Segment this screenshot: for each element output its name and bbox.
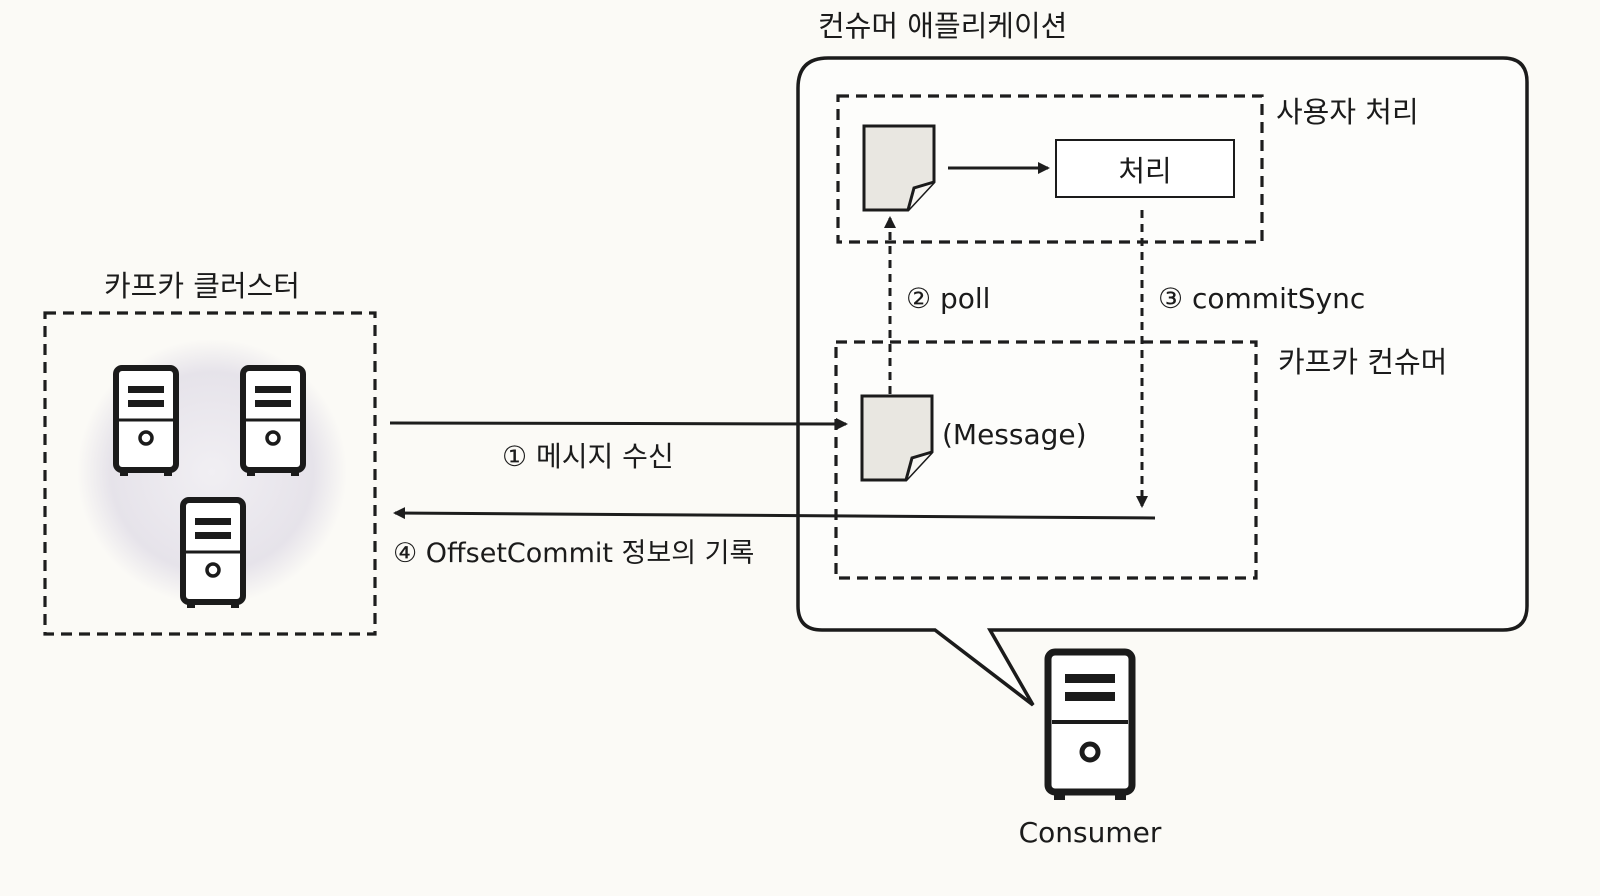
consumer-server-icon	[1044, 648, 1136, 800]
user-processing-label: 사용자 처리	[1276, 95, 1419, 129]
consumer-app-bubble	[796, 56, 1529, 707]
message-label: (Message)	[942, 418, 1087, 451]
kafka-cluster-title: 카프카 클러스터	[104, 269, 300, 303]
receive-message-label: ① 메시지 수신	[502, 440, 674, 473]
consumer-server-label: Consumer	[1019, 816, 1162, 849]
server-tower-icon	[243, 368, 303, 476]
process-box-label: 처리	[1118, 154, 1171, 188]
user-processing-group	[836, 94, 1264, 244]
server-tower-icon	[116, 368, 176, 476]
kafka-cluster-boundary	[43, 311, 377, 636]
poll-label: ② poll	[906, 282, 990, 315]
receive-message-arrow	[389, 417, 848, 430]
server-tower-icon	[183, 500, 243, 608]
consumer-app-title: 컨슈머 애플리케이션	[818, 9, 1067, 43]
kafka-consumer-group	[834, 340, 1258, 580]
offset-commit-arrow	[393, 507, 1156, 520]
kafka-consumer-label: 카프카 컨슈머	[1278, 345, 1447, 379]
commit-sync-label: ③ commitSync	[1158, 282, 1365, 315]
process-box	[1055, 139, 1235, 198]
offset-commit-label: ④ OffsetCommit 정보의 기록	[393, 538, 754, 569]
